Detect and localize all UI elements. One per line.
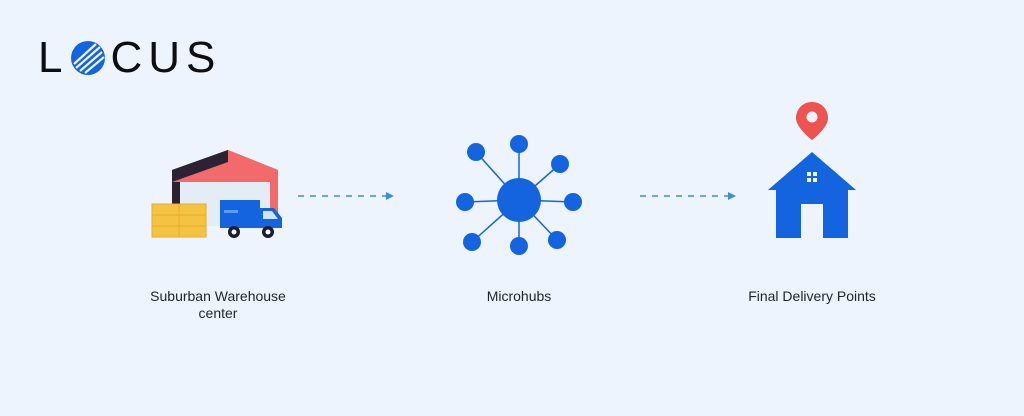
- node-label-delivery: Final Delivery Points: [712, 288, 912, 305]
- node-label-microhubs: Microhubs: [419, 288, 619, 305]
- network-hub-icon: [456, 135, 582, 255]
- locus-logo: L CUS: [38, 36, 221, 80]
- node-label-microhubs-line1: Microhubs: [486, 288, 552, 304]
- warehouse-truck-icon: [151, 150, 282, 238]
- globe-o-icon: [71, 41, 106, 75]
- node-label-warehouse-line2: center: [198, 305, 238, 321]
- node-label-delivery-line1: Final Delivery Points: [748, 288, 876, 304]
- node-label-warehouse: Suburban Warehouse center: [118, 288, 318, 322]
- logo-letter-l: L: [38, 33, 69, 82]
- house-pin-icon: [768, 102, 856, 238]
- edge-arrow-warehouse-microhubs: [298, 192, 394, 200]
- edge-arrow-microhubs-delivery: [640, 192, 736, 200]
- node-label-warehouse-line1: Suburban Warehouse: [150, 288, 286, 304]
- logo-letters-cus: CUS: [110, 33, 222, 82]
